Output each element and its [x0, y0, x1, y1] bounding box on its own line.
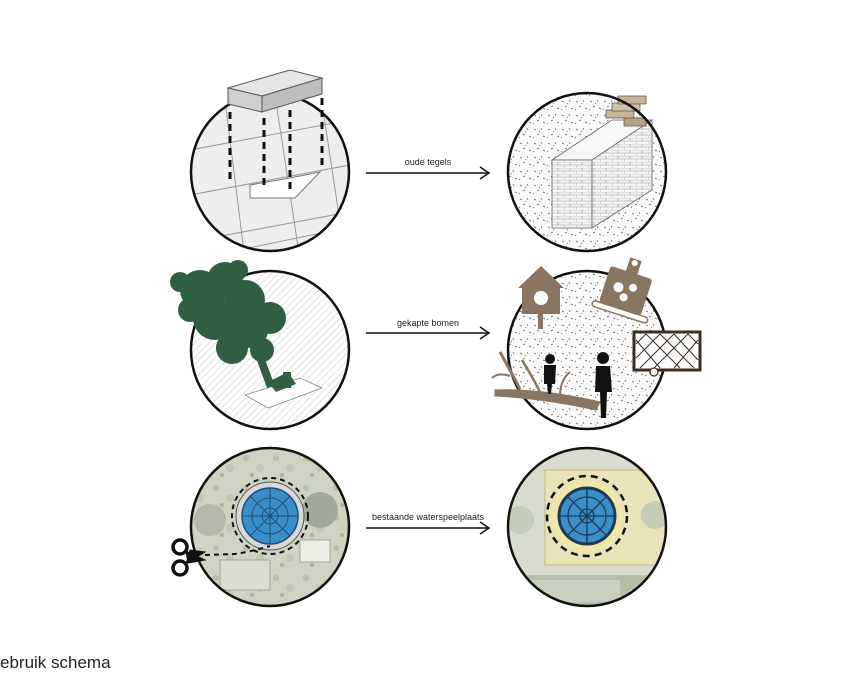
arrow-row-1 — [366, 166, 491, 180]
cutting-board-icon — [591, 257, 652, 324]
label-bestaande-waterspeelplaats: bestaande waterspeelplaats — [371, 512, 485, 522]
circle-felled-trees — [170, 260, 351, 431]
circle-brick-wall — [506, 91, 668, 253]
arrow-row-2 — [366, 326, 491, 340]
circle-new-water-playground — [506, 446, 668, 608]
circle-old-tiles — [189, 69, 351, 253]
birdhouse-icon — [518, 266, 564, 329]
person-icon — [544, 352, 612, 418]
figure-caption: ebruik schema — [0, 653, 111, 672]
scissors-icon — [171, 538, 207, 577]
circle-wood-reuse — [491, 257, 702, 431]
circle-existing-water-playground — [171, 446, 351, 608]
branch-icon — [491, 351, 601, 411]
brick-wall-icon — [550, 95, 654, 229]
label-oude-tegels: oude tegels — [404, 157, 452, 167]
paving-slab-icon — [226, 69, 324, 113]
label-gekapte-bomen: gekapte bomen — [396, 318, 460, 328]
goal-net-icon — [632, 330, 702, 377]
arrow-row-3 — [366, 521, 491, 535]
tree-icon — [170, 260, 296, 392]
